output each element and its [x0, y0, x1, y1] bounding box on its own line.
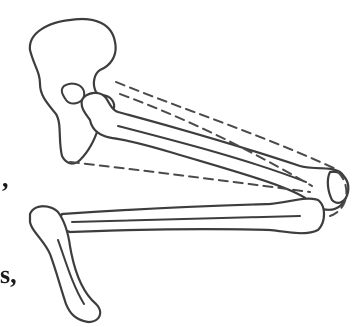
text-fragment-lower: s,: [0, 262, 17, 288]
text-fragment-upper: ,: [2, 166, 9, 192]
pelvis-bone: [30, 19, 116, 163]
